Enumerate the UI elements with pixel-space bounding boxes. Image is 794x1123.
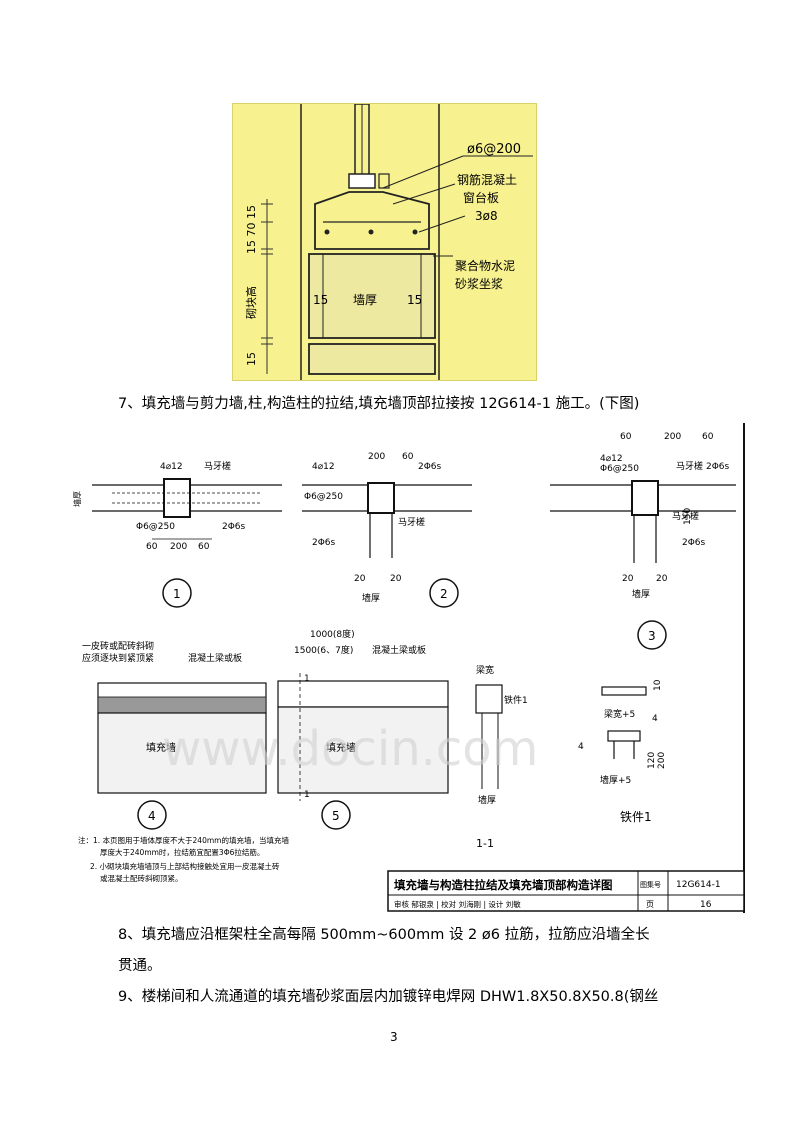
- iron-wall-thickness-5: 墙厚+5: [600, 774, 631, 786]
- d4-beam-slab: 混凝土梁或板: [188, 652, 242, 664]
- d4-fill-wall: 填充墙: [146, 741, 176, 754]
- label-sill-line2: 窗台板: [463, 190, 499, 205]
- label-rebar-spacing: ø6@200: [467, 142, 521, 157]
- d2-dim-20a: 20: [354, 574, 366, 584]
- d2-horse-tooth: 马牙槎: [398, 516, 425, 528]
- d2-dim-200: 200: [368, 452, 385, 462]
- note-line-4: 或混凝土配砖斜砌顶紧。: [100, 873, 183, 883]
- d2-dim-60: 60: [402, 452, 414, 462]
- d2-stirrup: Φ6@250: [304, 492, 343, 502]
- d3-dim-60b: 60: [702, 432, 714, 442]
- sign-row: 审核 郁银泉 | 校对 刘海刚 | 设计 刘敏: [394, 899, 521, 909]
- title-block-title: 填充墙与构造柱拉结及填充墙顶部构造详图: [394, 878, 613, 892]
- d2-bars: 4⌀12: [312, 462, 335, 472]
- label-side-right: 15: [407, 293, 422, 307]
- iron-title: 铁件1: [620, 810, 652, 824]
- d2-wall-thickness: 墙厚: [362, 592, 380, 604]
- d3-wall-thickness: 墙厚: [632, 588, 650, 600]
- d3-stirrup: Φ6@250: [600, 464, 639, 474]
- iron-part-detail: 10 梁宽+5 4 4 120 200 墙厚+5 铁件1: [578, 679, 667, 824]
- atlas-label: 图集号: [640, 880, 661, 889]
- s11-wall-thickness: 墙厚: [478, 794, 496, 806]
- d2-tie-bottom: 2Φ6s: [312, 538, 336, 548]
- detail-drawing-figure: 4⌀12 马牙槎 Φ6@250 2Φ6s 60 200 60 墙厚 1 4⌀12…: [72, 423, 748, 913]
- window-sill-section-figure: ø6@200 钢筋混凝土 窗台板 3ø8 聚合物水泥 砂浆坐浆 墙厚 15 15…: [232, 103, 537, 381]
- d1-number: 1: [173, 587, 181, 601]
- watermark: www.docin.com: [162, 721, 538, 777]
- s11-title: 1-1: [476, 837, 494, 850]
- d5-dim-1500: 1500(6、7度): [294, 644, 353, 656]
- d1-bars: 4⌀12: [160, 462, 183, 472]
- d1-dim-60b: 60: [198, 542, 210, 552]
- detail-5: 1000(8度) 1500(6、7度) 混凝土梁或板 1 1 填充墙 5: [277, 628, 449, 830]
- d3-dim-20a: 20: [622, 574, 634, 584]
- paragraph-7: 7、填充墙与剪力墙,柱,构造柱的拉结,填充墙顶部拉接按 12G614-1 施工。…: [118, 396, 640, 412]
- d5-beam-slab: 混凝土梁或板: [372, 644, 426, 656]
- detail-2: 4⌀12 200 60 2Φ6s Φ6@250 马牙槎 2Φ6s 20 20 墙…: [302, 452, 472, 608]
- iron-beam-width-5: 梁宽+5: [604, 708, 635, 720]
- d5-section-top: 1: [304, 674, 310, 684]
- d1-horse-tooth: 马牙槎: [204, 460, 231, 472]
- label-dims-left: 15 70 15: [245, 205, 258, 254]
- note-line-2: 厚度大于240mm时，拉结筋宜配置3Φ6拉结筋。: [100, 847, 264, 857]
- window-sill-drawing: ø6@200 钢筋混凝土 窗台板 3ø8 聚合物水泥 砂浆坐浆 墙厚 15 15…: [244, 103, 533, 380]
- d3-tie-top: 2Φ6s: [706, 462, 730, 472]
- iron-dim-120: 120: [647, 752, 657, 769]
- s11-beam-width: 梁宽: [476, 664, 494, 676]
- d3-number: 3: [648, 629, 656, 643]
- d5-section-bottom: 1: [304, 790, 310, 800]
- d5-dim-1000: 1000(8度): [310, 628, 355, 640]
- section-1-1: 梁宽 铁件1 墙厚 1-1: [475, 664, 528, 850]
- atlas-no: 12G614-1: [676, 880, 721, 890]
- s11-iron-part: 铁件1: [504, 694, 528, 706]
- detail-drawing: 4⌀12 马牙槎 Φ6@250 2Φ6s 60 200 60 墙厚 1 4⌀12…: [72, 423, 745, 913]
- d1-tie: 2Φ6s: [222, 522, 246, 532]
- detail-3: 60 200 60 4⌀12 Φ6@250 马牙槎 2Φ6s 马牙槎 2Φ6s …: [550, 432, 736, 650]
- d1-dim-60a: 60: [146, 542, 158, 552]
- d5-fill-wall: 填充墙: [326, 741, 356, 754]
- d3-horse-tooth: 马牙槎: [676, 460, 703, 472]
- paragraph-8-line-1: 8、填充墙应沿框架柱全高每隔 500mm~600mm 设 2 ø6 拉筋，拉筋应…: [118, 927, 650, 943]
- d3-dim-200: 200: [664, 432, 681, 442]
- paragraph-8-line-2: 贯通。: [118, 958, 162, 974]
- label-wall-thickness: 墙厚: [353, 293, 377, 307]
- label-mortar-line1: 聚合物水泥: [455, 258, 515, 273]
- d3-tie-bottom: 2Φ6s: [682, 538, 706, 548]
- page-number: 3: [390, 1030, 398, 1044]
- title-block: 填充墙与构造柱拉结及填充墙顶部构造详图 图集号 12G614-1 审核 郁银泉 …: [387, 870, 745, 912]
- d3-bars: 4⌀12: [600, 454, 623, 464]
- d5-number: 5: [332, 809, 340, 823]
- d1-dim-200: 200: [170, 542, 187, 552]
- paragraph-9: 9、楼梯间和人流通道的填充墙砂浆面层内加镀锌电焊网 DHW1.8X50.8X50…: [118, 989, 659, 1005]
- label-sill-line1: 钢筋混凝土: [457, 172, 517, 187]
- label-bars: 3ø8: [475, 209, 498, 223]
- label-side-left: 15: [313, 293, 328, 307]
- d2-number: 2: [440, 587, 448, 601]
- label-block-height: 砌块高: [244, 286, 258, 319]
- page-no: 16: [700, 900, 712, 910]
- d4-note-1: 一皮砖或配砖斜砌: [82, 640, 154, 652]
- d1-wall-thickness: 墙厚: [72, 491, 82, 507]
- page-label: 页: [646, 900, 654, 909]
- d1-stirrup: Φ6@250: [136, 522, 175, 532]
- iron-dim-4b: 4: [578, 742, 584, 752]
- d3-horse-tooth-2: 马牙槎: [672, 510, 699, 522]
- d3-dim-20b: 20: [656, 574, 668, 584]
- notes: 注：1. 本页图用于墙体厚度不大于240mm的填充墙，当填充墙 厚度大于240m…: [78, 835, 289, 883]
- label-mortar-line2: 砂浆坐浆: [455, 276, 503, 291]
- d3-dim-150: 150: [683, 508, 693, 525]
- d4-number: 4: [148, 809, 156, 823]
- d3-dim-60: 60: [620, 432, 632, 442]
- detail-1: 4⌀12 马牙槎 Φ6@250 2Φ6s 60 200 60 墙厚 1: [72, 460, 282, 608]
- note-line-1: 注：1. 本页图用于墙体厚度不大于240mm的填充墙，当填充墙: [78, 835, 289, 845]
- d2-dim-20b: 20: [390, 574, 402, 584]
- iron-dim-4a: 4: [652, 714, 658, 724]
- note-line-3: 2. 小砌块填充墙墙顶与上部结构接触处宜用一皮混凝土砖: [90, 861, 280, 871]
- detail-4: 一皮砖或配砖斜砌 应须逐块到紧顶紧 混凝土梁或板 填充墙 4: [82, 640, 267, 830]
- iron-dim-10: 10: [653, 679, 663, 691]
- d2-tie-top: 2Φ6s: [418, 462, 442, 472]
- d4-note-2: 应须逐块到紧顶紧: [82, 652, 154, 664]
- label-bottom-dim: 15: [245, 352, 258, 366]
- iron-dim-200: 200: [657, 752, 667, 769]
